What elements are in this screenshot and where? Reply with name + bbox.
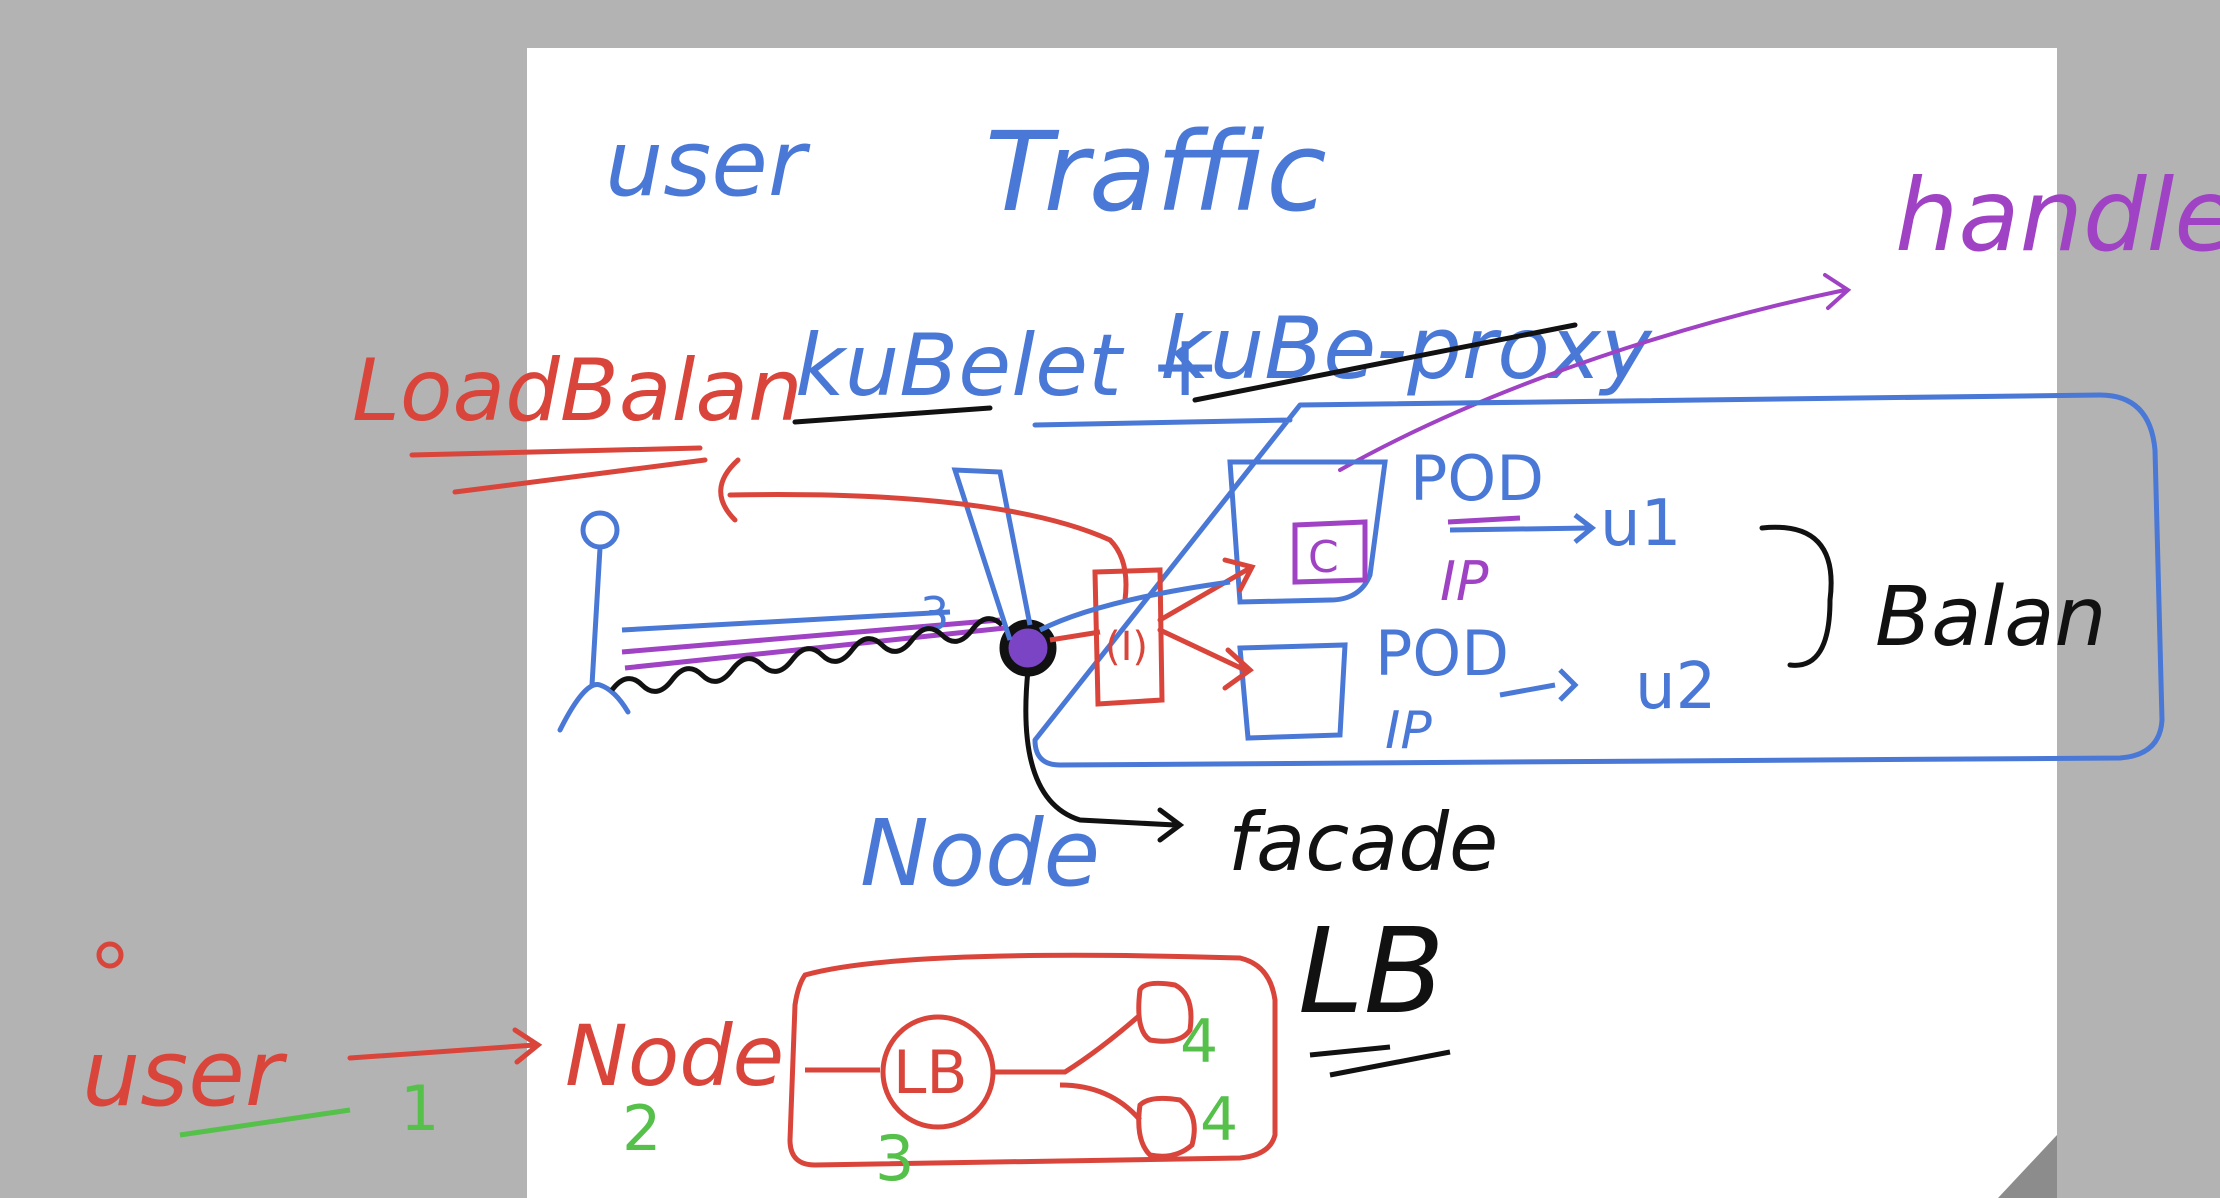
node-cluster-box [787, 952, 1278, 1168]
node-spike [951, 467, 1033, 641]
proxy-arrow-up [1157, 557, 1256, 623]
step-number-2: 2 [622, 1092, 661, 1165]
kubeproxy-underline [1192, 322, 1578, 403]
pod2-arrow [1499, 682, 1556, 698]
proxy-in-line [1049, 629, 1101, 643]
label-node: Node [860, 800, 1100, 907]
label-ip-2: IP [1385, 701, 1432, 761]
traffic-line-purple-1 [621, 617, 1001, 655]
kubelet-underline [792, 405, 993, 425]
lb-underline-1 [1309, 1044, 1391, 1058]
target-pod-2 [1136, 1095, 1197, 1159]
proxy-arrow-down [1157, 627, 1254, 691]
handle-arrow [1338, 288, 1847, 472]
label-node-2: Node [565, 1007, 784, 1105]
heading-user: user [605, 110, 811, 217]
traffic-arrowheads: 3 [920, 587, 949, 641]
label-balance: Balan [1875, 570, 2107, 665]
proxy-blue-link [1038, 579, 1231, 633]
label-handle: handle [1895, 157, 2220, 274]
node-to-facade-arrow [1023, 667, 1185, 843]
pod1-arrow [1449, 525, 1591, 533]
pod-box-2 [1237, 642, 1348, 741]
label-facade: facade [1228, 796, 1498, 889]
step-number-1: 1 [400, 1072, 439, 1145]
lb-to-pod-up [995, 1013, 1142, 1075]
label-kubelet: kuBelet + [795, 316, 1221, 416]
lb-to-pod-down [1059, 1082, 1142, 1122]
pod1-underline [1447, 515, 1521, 525]
user2-underline [179, 1107, 351, 1138]
lb-underline-2 [1329, 1049, 1451, 1078]
target-pod-1 [1136, 980, 1194, 1044]
step-number-3: 3 [875, 1122, 914, 1195]
label-pod-2: POD [1375, 617, 1509, 690]
kube-proxy-box [1092, 567, 1165, 707]
node-box [1032, 392, 2165, 768]
lb-circle [880, 1014, 996, 1130]
pod1-arrowhead [1573, 513, 1597, 544]
label-kubeproxy: kuBe-proxy [1160, 299, 1653, 399]
step-number-4b: 4 [1200, 1085, 1238, 1155]
traffic-wave [610, 616, 1004, 694]
user2-head [96, 941, 124, 969]
user-to-node-arrow [347, 1027, 543, 1065]
heading-traffic: Traffic [985, 108, 1327, 236]
user-figure-body [557, 545, 631, 733]
label-u2: u2 [1635, 650, 1716, 724]
container-label: C [1308, 532, 1339, 583]
label-lb-big: LB [1298, 902, 1445, 1040]
label-u1: u1 [1600, 487, 1681, 561]
balance-bracket [1759, 524, 1834, 668]
label-lb-circle: LB [893, 1038, 968, 1108]
handle-arrowhead [1823, 273, 1852, 310]
kube-proxy-box-label: (I) [1105, 624, 1148, 670]
step-number-4a: 4 [1180, 1007, 1218, 1077]
pod-box-1 [1227, 459, 1388, 605]
loadbalancer-curve-arrow [718, 457, 1129, 603]
label-pod-1: POD [1410, 442, 1544, 515]
loadbalancer-underline-2 [452, 457, 708, 495]
label-ip-1: IP [1440, 550, 1489, 613]
pod2-arrowhead [1558, 668, 1579, 702]
page-curl [1998, 1135, 2057, 1198]
node-entry-point [999, 619, 1057, 677]
label-loadbalancer: LoadBalan [352, 341, 803, 441]
loadbalancer-underline-1 [409, 445, 703, 458]
label-user-2: user [82, 1020, 288, 1127]
container-box [1292, 519, 1368, 585]
traffic-line-blue [621, 609, 951, 633]
